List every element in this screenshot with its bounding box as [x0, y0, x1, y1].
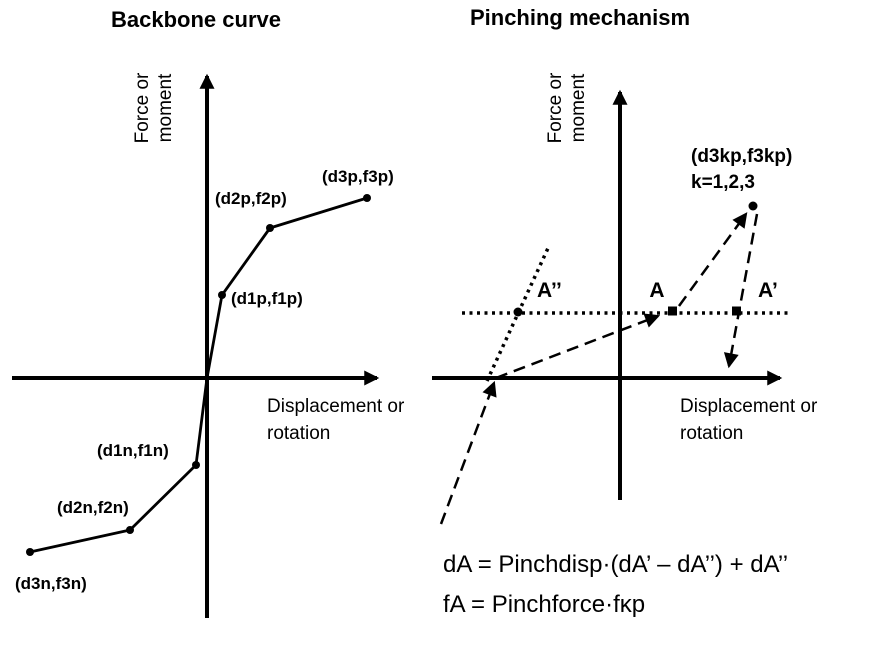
point-a-prime-square — [732, 306, 741, 316]
equation-displacement: dA = Pinchdisp·(dA’ – dA’’) + dA’’ — [443, 551, 788, 578]
label-d2p: (d2p,f2p) — [215, 189, 287, 208]
left-x-label-line1: Displacement or — [267, 396, 405, 417]
peak-label-line1: (d3kp,f3kp) — [691, 146, 792, 167]
point-a-square — [668, 306, 677, 316]
label-d3n: (d3n,f3n) — [15, 574, 87, 593]
point-dot-d3n — [26, 548, 34, 556]
point-dot-d1p — [218, 291, 226, 299]
backbone-title: Backbone curve — [111, 7, 281, 32]
point-dot-d1n — [192, 461, 200, 469]
pinching-title: Pinching mechanism — [470, 5, 690, 30]
label-d1p: (d1p,f1p) — [231, 289, 303, 308]
label-d2n: (d2n,f2n) — [57, 498, 129, 517]
point-a-double-prime-dot — [513, 307, 523, 317]
label-a: A — [649, 279, 664, 302]
right-y-label-line2: moment — [568, 73, 589, 142]
label-a-double-prime: A’’ — [537, 279, 562, 302]
right-x-label-line1: Displacement or — [680, 396, 818, 417]
reload-to-pinch-point-dashed-arrow — [495, 313, 661, 380]
left-y-axis-label: Force or moment — [132, 72, 176, 143]
left-x-label-line2: rotation — [267, 423, 330, 444]
equation-force: fA = Pinchforce·fκp — [443, 591, 645, 618]
label-d3p: (d3p,f3p) — [322, 167, 394, 186]
point-dot-d2n — [126, 526, 134, 534]
reload-to-peak-dashed-arrow — [677, 212, 748, 307]
reload-from-negative-dashed-arrow — [439, 380, 497, 525]
label-d1n: (d1n,f1n) — [97, 441, 169, 460]
point-dot-d2p — [266, 224, 274, 232]
left-y-label-line1: Force or — [132, 72, 153, 143]
peak-point-dot — [748, 201, 758, 211]
right-y-label-line1: Force or — [545, 72, 566, 143]
left-y-label-line2: moment — [155, 73, 176, 142]
peak-label-line2: k=1,2,3 — [691, 172, 755, 193]
point-dot-d3p — [363, 194, 371, 202]
label-a-prime: A’ — [758, 279, 778, 302]
pinching-plot: Pinching mechanism Force or moment Displ… — [432, 5, 818, 618]
unload-from-peak-dashed-arrow — [723, 213, 759, 369]
right-x-label-line2: rotation — [680, 423, 743, 444]
right-y-axis-label: Force or moment — [545, 72, 589, 143]
unload-stiffness-dotted-line — [485, 245, 551, 382]
backbone-plot: Backbone curve Force or moment Displacem… — [12, 7, 405, 618]
